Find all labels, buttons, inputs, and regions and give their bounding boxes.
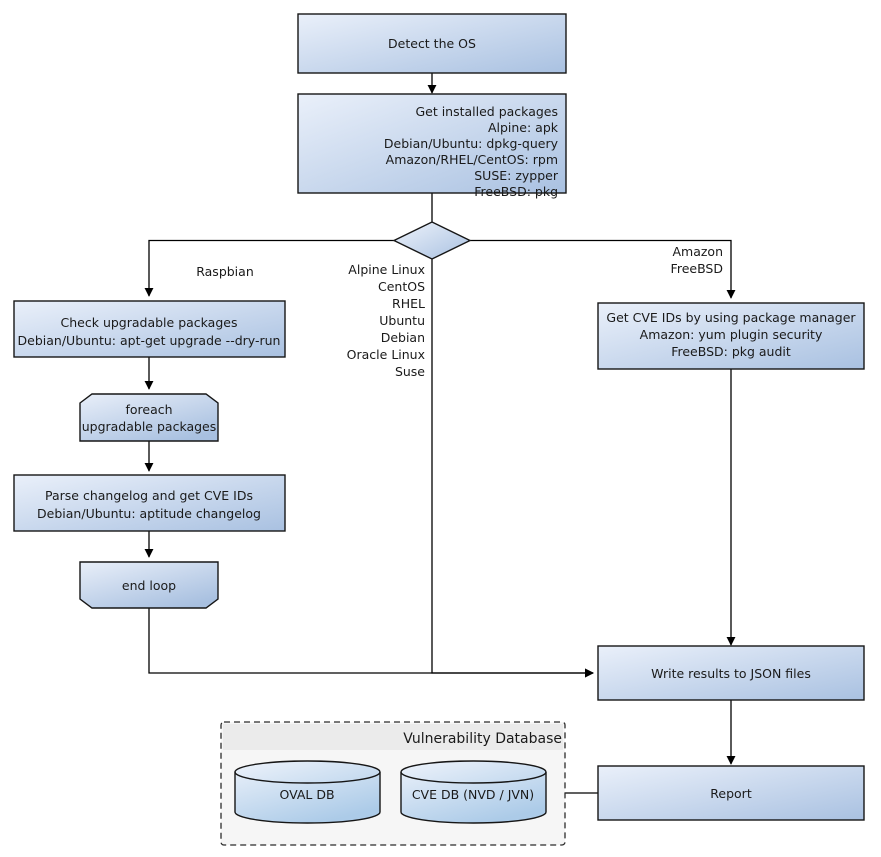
svg-text:Debian: Debian bbox=[381, 330, 425, 345]
svg-text:CentOS: CentOS bbox=[378, 279, 425, 294]
node-get-installed-packages[interactable]: Get installed packages Alpine: apk Debia… bbox=[297, 93, 567, 199]
svg-text:Check upgradable packages: Check upgradable packages bbox=[61, 315, 238, 330]
svg-text:Debian/Ubuntu: aptitude change: Debian/Ubuntu: aptitude changelog bbox=[37, 506, 261, 521]
svg-text:CVE DB (NVD / JVN): CVE DB (NVD / JVN) bbox=[412, 787, 534, 802]
svg-text:Amazon: Amazon bbox=[672, 244, 723, 259]
svg-text:Write results to JSON files: Write results to JSON files bbox=[651, 666, 811, 681]
svg-text:Debian/Ubuntu: apt-get upgrade: Debian/Ubuntu: apt-get upgrade --dry-run bbox=[18, 333, 281, 348]
node-foreach-loop-start[interactable]: foreach upgradable packages bbox=[79, 393, 219, 442]
svg-text:Amazon/RHEL/CentOS: rpm: Amazon/RHEL/CentOS: rpm bbox=[386, 152, 558, 167]
svg-text:RHEL: RHEL bbox=[392, 296, 425, 311]
svg-text:SUSE: zypper: SUSE: zypper bbox=[474, 168, 559, 183]
svg-text:Amazon: yum plugin security: Amazon: yum plugin security bbox=[640, 327, 823, 342]
group-title-vulnerability-database: Vulnerability Database bbox=[403, 731, 562, 747]
svg-text:Suse: Suse bbox=[395, 364, 425, 379]
svg-text:foreach: foreach bbox=[125, 402, 172, 417]
node-parse-changelog[interactable]: Parse changelog and get CVE IDs Debian/U… bbox=[13, 474, 286, 532]
node-end-loop[interactable]: end loop bbox=[79, 561, 219, 609]
node-check-upgradable-packages[interactable]: Check upgradable packages Debian/Ubuntu:… bbox=[13, 300, 286, 358]
svg-text:FreeBSD: pkg: FreeBSD: pkg bbox=[474, 184, 558, 199]
edge-label-middle-os-list: Alpine Linux CentOS RHEL Ubuntu Debian O… bbox=[347, 262, 426, 379]
svg-text:Parse changelog and get CVE I: Parse changelog and get CVE IDs bbox=[45, 488, 253, 503]
group-vulnerability-database: Vulnerability Database OVAL DB CVE DB (N… bbox=[220, 721, 566, 846]
node-write-results[interactable]: Write results to JSON files bbox=[597, 645, 865, 701]
svg-text:Oracle Linux: Oracle Linux bbox=[347, 347, 425, 362]
svg-text:Debian/Ubuntu: dpkg-query: Debian/Ubuntu: dpkg-query bbox=[384, 136, 559, 151]
node-report[interactable]: Report bbox=[597, 765, 865, 821]
edge-label-raspbian: Raspbian bbox=[196, 264, 254, 279]
svg-text:Get installed packages: Get installed packages bbox=[415, 104, 558, 119]
edge-decision-to-write-results bbox=[431, 258, 594, 678]
svg-text:Get CVE IDs by using package m: Get CVE IDs by using package manager bbox=[606, 310, 856, 325]
edge-label-amazon-freebsd: Amazon FreeBSD bbox=[671, 244, 723, 276]
svg-text:FreeBSD: FreeBSD bbox=[671, 261, 723, 276]
svg-text:Detect the OS: Detect the OS bbox=[388, 36, 476, 51]
svg-text:Report: Report bbox=[710, 786, 752, 801]
svg-text:Ubuntu: Ubuntu bbox=[379, 313, 425, 328]
edge-decision-to-cve-ids bbox=[470, 239, 736, 299]
svg-text:Alpine Linux: Alpine Linux bbox=[348, 262, 425, 277]
node-cve-db[interactable]: CVE DB (NVD / JVN) bbox=[400, 760, 547, 824]
svg-text:upgradable packages: upgradable packages bbox=[82, 419, 217, 434]
edge-labels-layer: Raspbian Alpine Linux CentOS RHEL Ubuntu… bbox=[196, 244, 723, 379]
edge-endloop-to-write-results bbox=[148, 608, 594, 678]
node-oval-db[interactable]: OVAL DB bbox=[234, 760, 381, 824]
node-os-decision-diamond[interactable] bbox=[392, 221, 472, 260]
svg-text:Alpine: apk: Alpine: apk bbox=[488, 120, 559, 135]
edge-decision-to-raspbian bbox=[144, 239, 395, 297]
svg-text:OVAL DB: OVAL DB bbox=[279, 787, 334, 802]
svg-text:end loop: end loop bbox=[122, 578, 176, 593]
node-detect-os[interactable]: Detect the OS bbox=[297, 13, 567, 74]
node-get-cve-ids[interactable]: Get CVE IDs by using package manager Ama… bbox=[597, 302, 865, 370]
svg-text:FreeBSD: pkg audit: FreeBSD: pkg audit bbox=[671, 344, 791, 359]
